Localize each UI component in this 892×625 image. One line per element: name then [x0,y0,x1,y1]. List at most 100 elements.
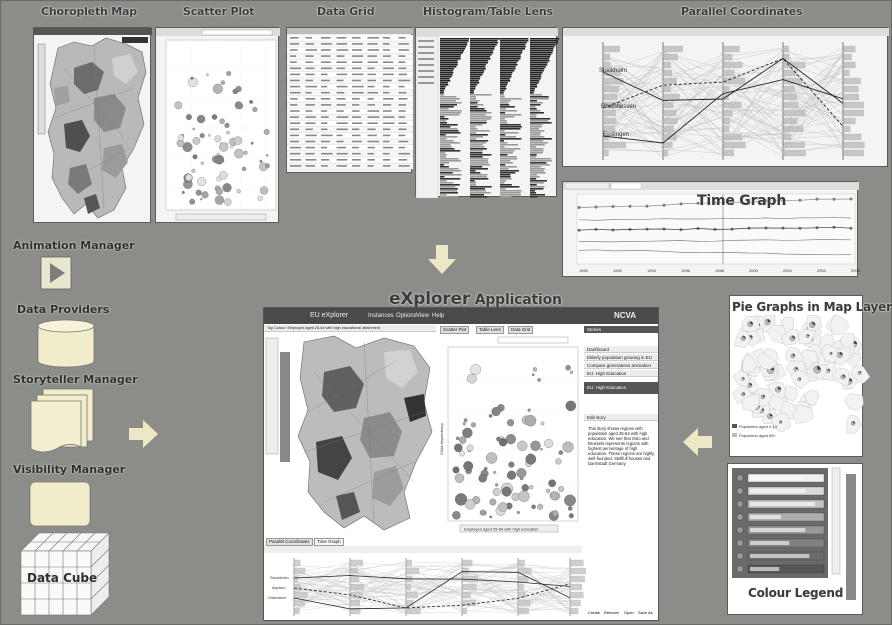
lens-bar [530,138,552,140]
menu-help[interactable]: Help [432,313,445,319]
pc-line [602,50,844,133]
choropleth-map-graphic [34,28,152,219]
story-buttons: Create Remove Open Save As [586,604,658,618]
lens-bar [530,78,541,80]
open-button[interactable]: Open [624,610,634,615]
lens-bar [470,104,484,106]
data-providers-label: Data Providers [17,303,110,316]
lens-bar [500,142,508,144]
pc-line [602,93,844,158]
grid-cell [398,85,405,88]
create-button[interactable]: Create [588,610,601,615]
scatter-dot [507,470,517,480]
pc-line [602,58,844,96]
scatter-dot [518,490,530,502]
lens-bar [530,142,548,144]
scatter-dot [455,436,460,441]
grid-cell [367,134,377,137]
lens-bar [470,176,487,178]
lens-bar [500,48,525,50]
pc-hist-bar [723,125,730,133]
pc-hist-bar [843,45,856,53]
lens-bar [470,68,486,70]
pie-slice [807,334,810,336]
grid-cell [383,110,392,112]
lens-bar [440,84,449,86]
lens-bar [440,50,464,52]
tab-parallel-coordinates[interactable]: Parallel Coordinates [266,538,313,546]
lens-bar [500,146,505,148]
menu-instances[interactable]: Instances [368,313,394,319]
pc-highlight-line [293,571,571,610]
grid-cell [352,165,361,167]
tab-time-graph[interactable]: Time Graph [314,538,344,546]
lens-bar [440,56,461,58]
lens-bar [440,154,447,156]
lens-label [418,52,434,54]
pc-hist-bar [783,69,797,77]
lens-bar [530,62,548,64]
story-education-header[interactable]: EU: High Education [584,370,658,377]
story-dashboard[interactable]: Dashboard [584,346,658,353]
lens-bar [530,42,558,44]
grid-cell [290,85,301,88]
grid-cell [336,55,345,57]
tab-table-lens[interactable]: Table Lens [476,326,504,334]
lens-bar [530,186,545,188]
pc-line [293,578,571,614]
scatter-dot [214,154,225,165]
grid-cell [383,140,390,143]
pc-line [602,49,844,101]
story-active[interactable]: EU: High Education [584,382,658,394]
legend-swatch [736,513,744,521]
lens-bar [530,108,537,110]
lens-bar [530,144,545,146]
grid-cell [336,43,348,45]
scatter-dot [565,364,571,371]
scatter-dot [544,438,554,448]
story-elderly[interactable]: Elderly population growing in EU [584,354,658,361]
grid-cell [367,159,375,161]
menu-options[interactable]: Options [396,313,417,319]
tab-scatter-plot[interactable]: Scatter Plot [440,326,470,334]
scatter-dot [540,421,545,426]
lens-bar [500,42,527,44]
pie-slice [769,413,773,417]
pc-hist-bar [570,591,584,599]
lens-bar [440,118,449,120]
scatter-dot [491,406,501,417]
lens-bar [470,112,492,114]
save-as-button[interactable]: Save As [638,610,653,615]
scatter-dot [252,106,258,113]
pc-line [602,83,844,137]
pie-slice [839,352,843,355]
scatter-dot [206,73,209,77]
lens-bar [440,106,454,108]
lens-bar [530,98,549,100]
scatter-dot [452,511,461,520]
scatter-dot [552,510,559,517]
grid-cell [383,67,394,70]
lens-bar [530,80,540,82]
grid-cell [305,91,312,94]
remove-button[interactable]: Remove [604,610,619,615]
lens-bar [500,102,509,104]
lens-bar [500,162,513,164]
colour-legend-graphic [732,467,856,600]
lens-bar [530,158,552,160]
pie-slice [849,378,853,382]
lens-bar [470,48,495,50]
lens-bar [500,110,517,112]
tab-data-grid[interactable]: Data Grid [508,326,534,334]
app-title: eXplorer Application [389,289,562,309]
menu-view[interactable]: View [416,313,429,319]
pc-line [602,81,844,153]
lens-bar [440,110,462,112]
story-compare[interactable]: Compare generations animation [584,362,658,369]
pc-line [293,562,571,612]
pc-hist-bar [843,61,856,69]
lens-bar [440,104,457,106]
colour-legend-panel: Colour Legend [727,463,863,615]
pc-hist-bar [663,61,671,69]
scatter-dot [462,422,466,426]
